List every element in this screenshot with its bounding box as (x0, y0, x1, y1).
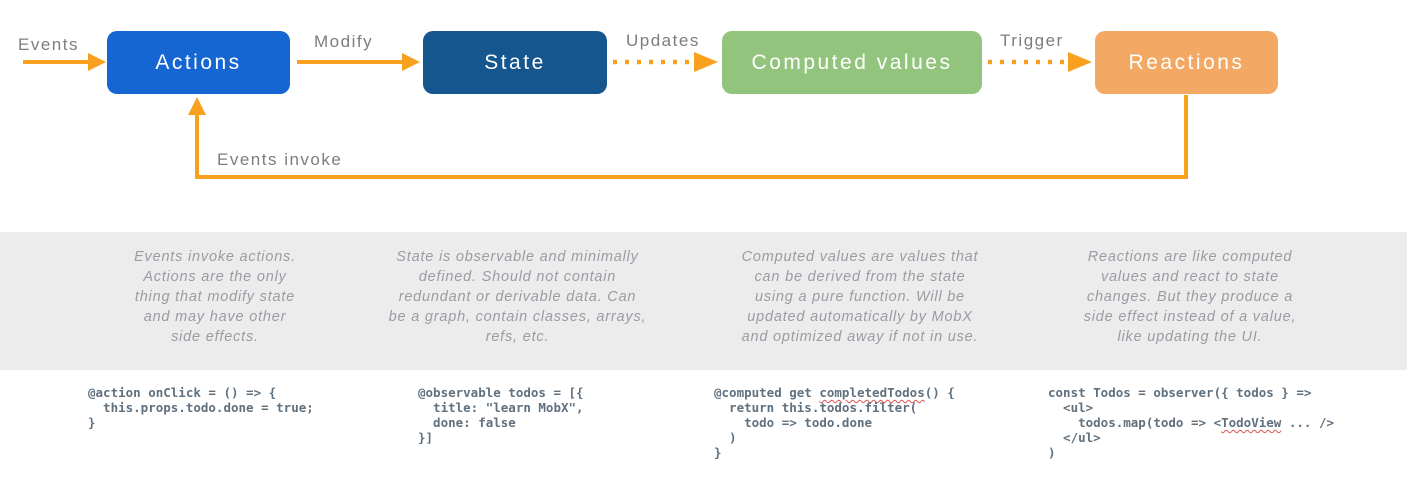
node-computed-values: Computed values (722, 31, 982, 94)
description-state: State is observable and minimally define… (388, 249, 647, 345)
description-actions: Events invoke actions. Actions are the o… (134, 249, 296, 345)
node-actions: Actions (107, 31, 290, 94)
descriptions-band: Events invoke actions. Actions are the o… (0, 232, 1407, 370)
description-reactions: Reactions are like computed values and r… (1083, 249, 1297, 345)
node-computed-values-label: Computed values (751, 50, 953, 74)
code-snippet-action: @action onClick = () => { this.props.tod… (88, 385, 314, 430)
node-actions-label: Actions (155, 50, 242, 74)
flow-diagram-section: Events Modify Updates Trigger Events inv… (0, 0, 1407, 232)
node-reactions-label: Reactions (1128, 50, 1245, 74)
arrow-reactions-loop-to-actions (188, 95, 1188, 179)
flow-arrows-layer (23, 52, 1188, 179)
edge-label-events-invoke: Events invoke (217, 150, 343, 169)
node-reactions: Reactions (1095, 31, 1278, 94)
edge-label-events: Events (18, 35, 79, 54)
spellcheck-underline: TodoView (1221, 415, 1282, 430)
arrow-computed-to-reactions (988, 52, 1092, 72)
code-snippet-observer: const Todos = observer({ todos } => <ul>… (1048, 385, 1334, 460)
code-snippet-observable: @observable todos = [{ title: "learn Mob… (418, 385, 584, 445)
code-snippets-section: @action onClick = () => { this.props.tod… (0, 370, 1407, 483)
spellcheck-underline: completedTodos (819, 385, 925, 400)
edge-label-trigger: Trigger (1000, 31, 1064, 50)
edge-label-modify: Modify (314, 32, 374, 51)
code-snippet-computed: @computed get completedTodos() { return … (714, 385, 955, 460)
node-state-label: State (484, 50, 546, 74)
arrow-state-to-computed (613, 52, 718, 72)
edge-label-updates: Updates (626, 31, 700, 50)
node-state: State (423, 31, 607, 94)
description-computed-values: Computed values are values that can be d… (741, 249, 979, 345)
arrow-actions-to-state (297, 53, 420, 71)
arrow-events-to-actions (23, 53, 106, 71)
